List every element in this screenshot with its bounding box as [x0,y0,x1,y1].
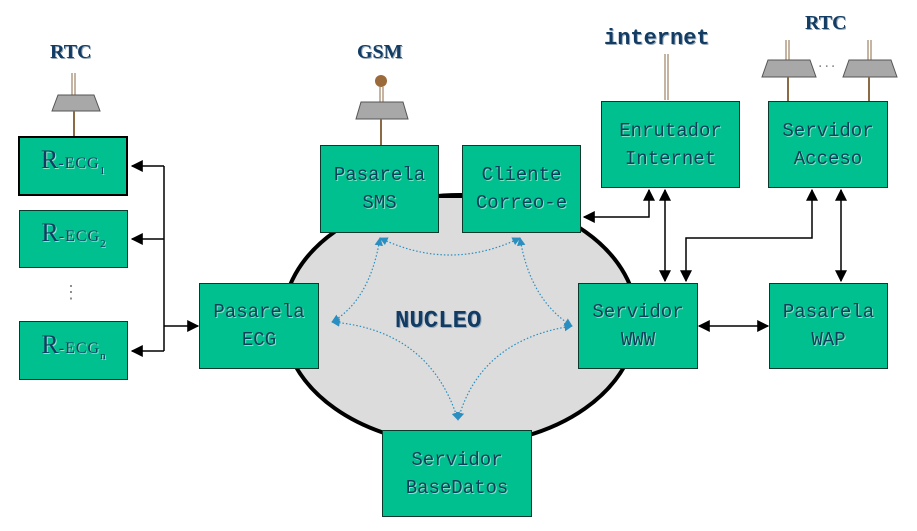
servidor-basedatos-box[interactable]: Servidor BaseDatos [382,430,532,517]
recg-middle: -ECG [58,155,100,173]
modem-icon [51,94,101,112]
servidor-acceso-box[interactable]: Servidor Acceso [768,101,888,188]
vertical-ellipsis: ⋮ [62,282,80,302]
box-line: Internet [624,147,717,170]
gsm-antenna [355,75,409,145]
core-label: NUCLEO [395,308,482,335]
box-line: Pasarela [782,301,875,323]
recg-middle: -ECG [58,228,101,246]
recg-sub: 2 [100,238,106,251]
internet-link [664,54,669,100]
right-connectors [582,188,847,332]
core-links [331,237,573,421]
modem-icon [355,101,409,120]
cliente-correo-box[interactable]: Cliente Correo-e [462,145,581,233]
box-line: WAP [811,329,846,351]
recg-prefix: R [41,329,59,359]
link-ecg-bd [331,318,460,421]
modem-icon [761,59,817,78]
horizontal-ellipsis: ... [818,54,838,71]
box-line: Enrutador [619,119,722,142]
enrutador-internet-box[interactable]: Enrutador Internet [601,101,740,188]
link-sms-correo [379,237,521,256]
recg-prefix: R [41,218,59,248]
gsm-label: GSM [357,41,403,63]
box-line: WWW [620,329,656,351]
box-line: Servidor [411,448,503,471]
rtc-right-label: RTC [805,12,847,34]
servidor-www-box[interactable]: Servidor WWW [578,283,698,369]
rtc-right-antennas [761,40,898,101]
pasarela-sms-box[interactable]: Pasarela SMS [320,145,439,233]
rtc-left-antenna [51,73,101,137]
box-line: Acceso [793,147,863,170]
recg-sub: n [100,350,106,363]
antenna-icon [375,75,387,87]
modem-icon [842,59,898,78]
box-line: Cliente [481,164,562,186]
box-line: Pasarela [333,164,426,186]
box-line: Pasarela [213,301,305,323]
box-line: Servidor [782,119,874,142]
box-line: BaseDatos [405,476,509,499]
box-line: SMS [362,192,397,214]
link-www-bd [455,322,573,421]
recg-box-1[interactable]: R-ECG1 [18,136,128,196]
recg-box-n[interactable]: R-ECGn [19,321,128,380]
box-line: Servidor [592,301,684,323]
pasarela-ecg-box[interactable]: Pasarela ECG [199,283,319,369]
box-line: Correo-e [475,192,568,214]
recg-bus [130,160,200,357]
internet-label: internet [604,26,710,51]
rtc-left-label: RTC [50,41,92,63]
box-line: ECG [241,329,277,351]
recg-prefix: R [40,145,59,175]
recg-box-2[interactable]: R-ECG2 [19,210,128,268]
link-correo-www [517,237,573,327]
recg-middle: -ECG [58,339,101,357]
pasarela-wap-box[interactable]: Pasarela WAP [769,283,888,369]
recg-sub: 1 [99,165,106,178]
